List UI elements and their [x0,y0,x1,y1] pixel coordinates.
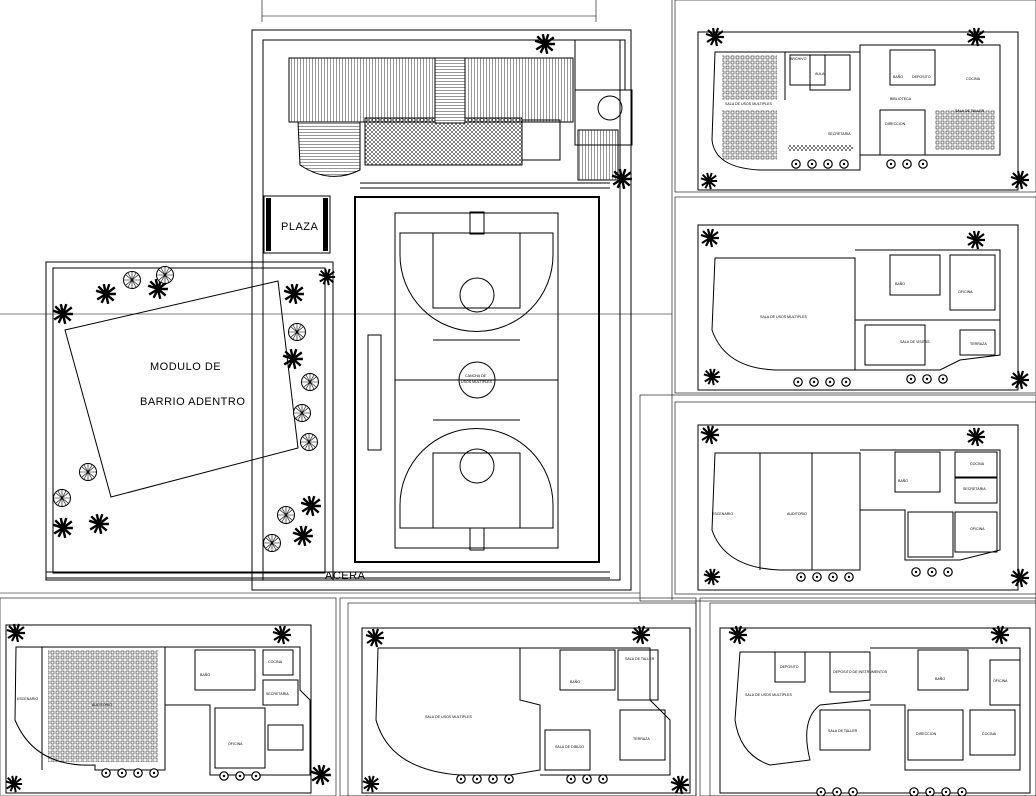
site-plan: PLAZA CANCHA DE USOS MULTIPLES [0,0,673,600]
room-label: SALA DE VISITAS [900,340,930,344]
room-label: BAÑO [200,672,210,677]
school-building-roof [288,39,633,181]
room-label: COCINA [982,732,997,736]
room-label: COCINA [970,462,985,466]
barrio-adentro-lot: MODULO DE BARRIO ADENTRO [45,261,334,581]
room-label: COCINA [966,77,981,81]
room-label: BAÑO [898,478,908,483]
room-label: SALA DE TALLER [828,729,858,733]
room-label: ARCHIVO [790,57,807,61]
room-label: DIRECCION [885,122,906,126]
room-label: COCINA [268,660,283,664]
room-label: DEPOSITO [780,665,799,669]
room-label: SALA DE DIBUJO [555,745,584,749]
room-label: SECRETARIA [828,132,851,136]
room-label: OFICINA [970,527,985,531]
room-label: DEPOSITO DE INSTRUMENTOS [833,670,888,674]
room-label: ESCENARIO [712,512,733,516]
room-label: TERRAZA [970,342,987,346]
room-label: SALA DE TALLER [955,109,985,113]
room-label: AUDITORIO [92,703,112,707]
room-label: SECRETARIA [266,692,289,696]
room-label: DIRECCION [916,732,937,736]
plaza: PLAZA [263,195,331,254]
room-label: SALA DE USOS MULTIPLES [760,315,807,319]
room-label: BAÑO [893,74,903,79]
sidewalk-label: ACERA [325,570,366,582]
sports-court: CANCHA DE USOS MULTIPLES [354,196,600,563]
room-label: OFICINA [958,290,973,294]
plaza-label: PLAZA [281,221,319,233]
room-label: AUDITORIO [787,512,807,516]
room-label: TERRAZA [633,737,650,741]
room-label: BIBLIOTECA [890,97,912,101]
room-label: BAÑO [895,281,905,286]
room-label: OFICINA [228,742,243,746]
room-label: DEPOSITO [912,75,931,79]
room-label: SECRETARIA [963,487,986,491]
plan-bottom-right: SALA DE USOS MULTIPLES DEPOSITO DEPOSITO… [699,597,1036,796]
room-label: AULA [815,72,825,76]
room-label: SALA DE TALLER [625,657,655,661]
court-center-label-2: USOS MULTIPLES [461,380,492,384]
module-label-line1: MODULO DE [150,361,221,373]
plan-mid-right: SALA DE USOS MULTIPLES BAÑO SALA DE VISI… [674,196,1036,394]
plan-lower-right: AUDITORIO BAÑO COCINA SECRETARIA OFICINA… [639,394,1036,602]
plan-top-right: AULA SALA DE USOS MULTIPLES BAÑO DEPOSIT… [674,0,1036,193]
room-label: SALA DE USOS MULTIPLES [725,102,772,106]
module-label-line2: BARRIO ADENTRO [140,396,245,408]
plan-bottom-left: AUDITORIO ESCENARIO BAÑO COCINA SECRETAR… [0,597,337,796]
room-label: OFICINA [993,679,1008,683]
plan-bottom-mid: SALA DE USOS MULTIPLES BAÑO SALA DE TALL… [339,597,697,796]
room-label: BAÑO [570,679,580,684]
room-label: ESCENARIO [17,697,38,701]
room-label: BAÑO [935,676,945,681]
court-center-label-1: CANCHA DE [465,374,487,378]
room-label: SALA DE USOS MULTIPLES [425,715,472,719]
room-label: SALA DE USOS MULTIPLES [745,693,792,697]
